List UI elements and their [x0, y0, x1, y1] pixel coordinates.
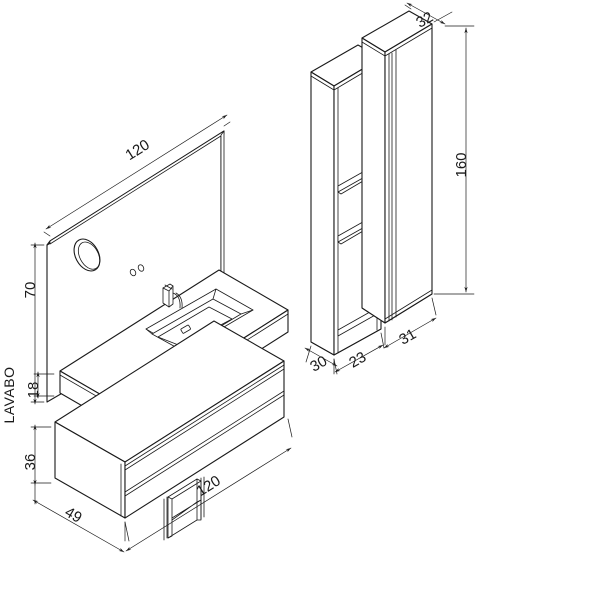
- dim-label-column-left-width: 23: [346, 349, 369, 372]
- dim-label-column-right-depth: 31: [396, 326, 419, 349]
- dimension-mirror-height: 70: [22, 242, 45, 405]
- dim-label-basin-thickness: 18: [25, 382, 42, 399]
- faucet: [162, 283, 183, 309]
- dimension-vanity-depth: 49: [32, 484, 126, 553]
- dimension-column-height: 160: [433, 25, 475, 295]
- basin: [145, 288, 254, 352]
- dim-label-vanity-width: 120: [193, 472, 223, 500]
- oval-magnifier-icon: [73, 238, 101, 272]
- label-lavabo-group: LAVABO 18: [1, 367, 55, 424]
- dim-label-mirror-height: 70: [22, 282, 39, 299]
- label-lavabo: LAVABO: [1, 367, 17, 424]
- sensor-dot-icon: [129, 268, 137, 277]
- dim-label-column-top-width: 32: [413, 9, 436, 32]
- dimension-column-top-width: 32: [404, 2, 453, 32]
- dim-label-column-height: 160: [453, 152, 470, 177]
- dimension-column-left-depth: 30: [304, 345, 338, 376]
- dimension-column-right-depth: 31: [383, 297, 437, 349]
- drain-icon: [180, 324, 191, 334]
- dim-label-vanity-height: 36: [22, 454, 39, 471]
- dim-label-mirror-width: 120: [122, 136, 152, 164]
- tall-column-closed: [361, 10, 433, 324]
- dimension-vanity-height: 36: [22, 424, 52, 486]
- sensor-dot-icon: [137, 264, 145, 272]
- dim-label-column-left-depth: 30: [307, 353, 330, 376]
- dim-label-vanity-depth: 49: [62, 504, 85, 527]
- dimension-column-left-width: 23: [333, 332, 385, 375]
